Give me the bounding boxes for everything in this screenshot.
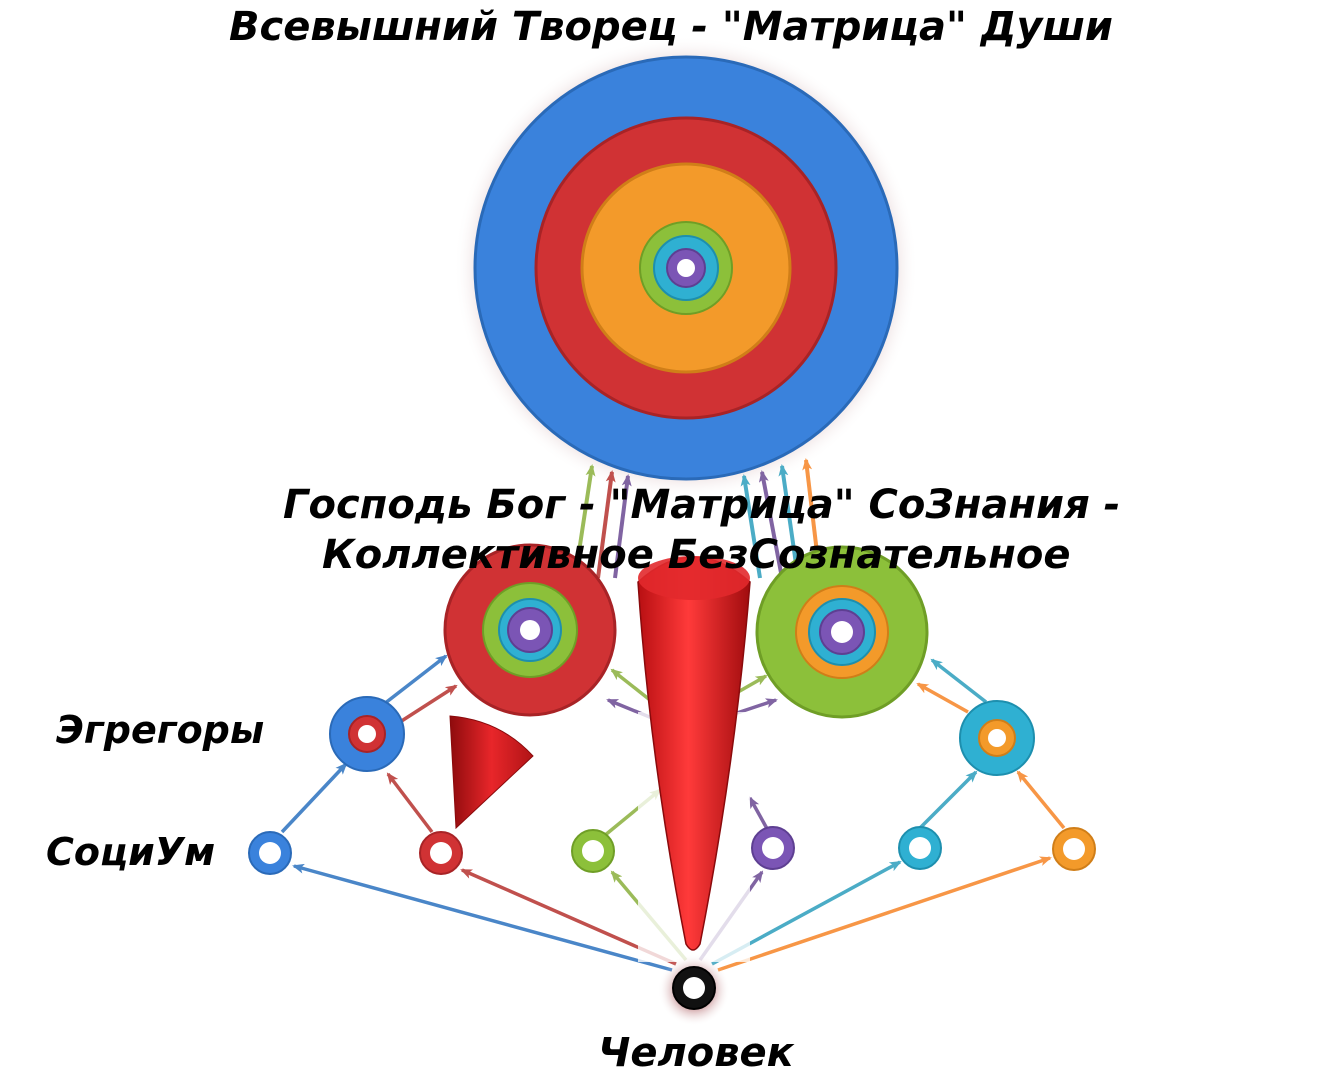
socium-ring-blue: [248, 831, 292, 875]
egregor-left-ring-hole: [358, 725, 376, 743]
socium-label: СоциУм: [46, 830, 216, 874]
arrows-socium-to-egregors: [280, 762, 1066, 834]
arrow-blue-egregor-to-red-matrix: [382, 654, 448, 706]
socium-ring-orange: [1052, 827, 1096, 871]
red-spike-top: [638, 556, 750, 600]
socium-rings: [248, 826, 1096, 875]
human-label: Человек: [598, 1030, 794, 1076]
egregor-right: [959, 700, 1035, 776]
lord-matrix-title-line2: Коллективное БезСознательное: [322, 532, 1071, 578]
human-node: [658, 954, 730, 1026]
arrow-up-purple-2: [758, 470, 784, 579]
socium-ring-cyan: [898, 826, 942, 870]
arrow-cyan-socium-to-cyan-egregor: [916, 770, 978, 832]
arrow-up-purple-1: [613, 474, 632, 579]
arrow-red-socium-to-blue-egregor: [386, 772, 434, 834]
egregors-label: Эгрегоры: [56, 708, 265, 752]
arrow-red-egregor-to-red-matrix: [399, 684, 458, 724]
lord-left-ring-hole: [520, 620, 540, 640]
lord-matrix-right: [755, 545, 929, 719]
human-ring-hole: [683, 977, 705, 999]
lord-matrix-left: [443, 543, 617, 717]
socium-ring-red: [419, 831, 463, 875]
egregor-left: [329, 696, 405, 772]
arrow-green-center-to-red-matrix: [610, 668, 652, 702]
socium-ring-purple: [751, 826, 795, 870]
arrow-orange-egregor-to-green-matrix: [916, 682, 969, 714]
red-cone: [449, 715, 534, 830]
arrow-human-to-blue-socium: [292, 863, 673, 972]
soul-ring-hole: [677, 259, 695, 277]
arrow-up-cyan-1: [740, 474, 762, 579]
arrow-human-to-orange-socium: [717, 856, 1052, 972]
arrows-egregors-to-matrices: [382, 654, 988, 724]
socium-ring-green: [571, 829, 615, 873]
arrow-blue-socium-to-blue-egregor: [280, 762, 348, 834]
lord-matrix-title-line1: Господь Бог - "Матрица" СоЗнания -: [283, 482, 1121, 528]
soul-matrix-target: [454, 36, 918, 500]
lord-right-ring-hole: [831, 621, 853, 643]
arrow-cyan-egregor-to-green-matrix: [930, 658, 988, 704]
arrow-up-red-1: [596, 470, 616, 579]
egregor-right-ring-hole: [988, 729, 1006, 747]
red-spike: [637, 556, 751, 951]
soul-matrix-title: Всевышний Творец - "Матрица" Души: [229, 4, 1113, 50]
red-cone-body: [449, 715, 534, 830]
arrow-orange-socium-to-cyan-egregor: [1016, 770, 1066, 830]
